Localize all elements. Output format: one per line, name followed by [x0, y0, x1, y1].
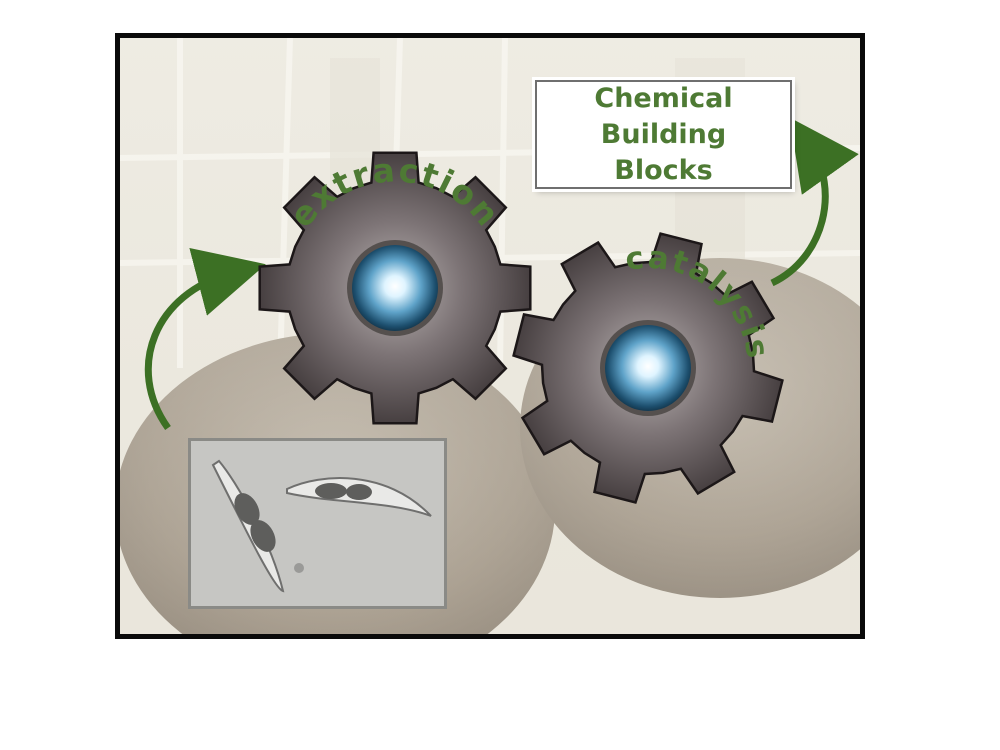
light-orb-icon: [352, 245, 438, 331]
microalgae-micrograph: [188, 438, 447, 609]
curved-arrow-icon: [144, 247, 266, 431]
graphical-abstract-panel: extraction catalysis Chemical Building B…: [115, 33, 865, 639]
diatom-cell: [211, 459, 285, 593]
diatom-cell: [286, 477, 432, 517]
product-box: Chemical Building Blocks: [535, 80, 792, 189]
gear-catalysis: catalysis: [512, 232, 784, 504]
light-orb-icon: [605, 325, 691, 411]
gear-extraction: extraction: [258, 150, 532, 425]
micrograph-svg: [191, 441, 444, 606]
curved-arrow-icon: [770, 117, 859, 287]
product-label: Chemical Building Blocks: [594, 82, 733, 186]
